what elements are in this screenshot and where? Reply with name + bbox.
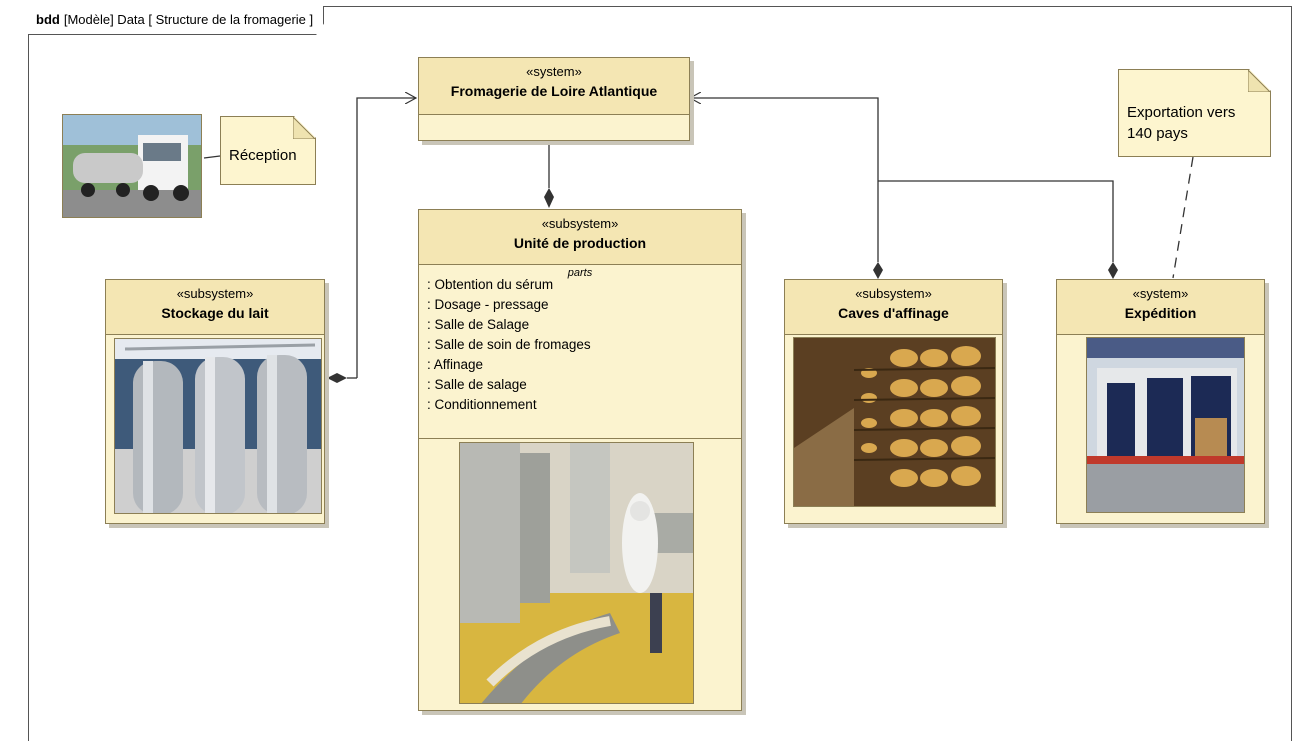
block-name: Fromagerie de Loire Atlantique [450,83,658,99]
truck-image [62,114,202,218]
stereotype: «system» [526,64,582,79]
parts-compartment: parts : Obtention du sérum : Dosage - pr… [419,267,741,439]
note-anchor-exportation [1172,156,1194,279]
note-text: Réception [229,147,297,164]
note-exportation: Exportation vers 140 pays [1118,69,1271,157]
stereotype: «subsystem» [176,286,254,301]
parts-list: : Obtention du sérum : Dosage - pressage… [419,275,741,415]
note-anchor-reception [203,155,221,159]
edge-caves-fromagerie [690,98,879,262]
part-item: : Dosage - pressage [427,297,549,312]
composition-diamond-expedition [1108,262,1118,279]
edge-stockage-fromagerie [356,98,416,378]
note-text: Exportation vers 140 pays [1127,104,1236,142]
composition-diamond-caves [873,262,883,279]
part-item: : Salle de soin de fromages [427,337,591,352]
stereotype: «subsystem» [541,216,619,231]
factory-image [459,442,694,704]
silos-image [114,338,322,514]
edge-expedition-fromagerie [878,180,1114,262]
part-item: : Salle de Salage [427,317,530,332]
dock-image [1086,337,1245,513]
stereotype: «subsystem» [855,286,932,301]
block-fromagerie[interactable]: «system» Fromagerie de Loire Atlantique [418,57,690,141]
block-name: Expédition [1124,305,1197,321]
note-reception: Réception [220,116,316,185]
part-item: : Affinage [427,357,484,372]
diagram-frame [28,6,1292,741]
part-item: : Conditionnement [427,397,537,412]
stereotype: «system» [1132,286,1189,301]
block-name: Caves d'affinage [838,305,949,321]
composition-diamond-stockage [327,373,347,383]
note-fold-icon [293,117,315,139]
frame-tab: bdd[Modèle] Data [ Structure de la froma… [28,6,324,35]
note-fold-icon [1248,70,1270,92]
part-item: : Salle de salage [427,377,527,392]
part-item: : Obtention du sérum [427,277,554,292]
frame-label: [Modèle] Data [ Structure de la fromager… [63,12,314,27]
frame-kind: bdd [36,12,60,27]
parts-title: parts [567,267,593,279]
block-name: Unité de production [513,235,647,251]
composition-diamond-production [544,188,554,208]
block-name: Stockage du lait [161,305,269,321]
cellar-image [793,337,996,507]
